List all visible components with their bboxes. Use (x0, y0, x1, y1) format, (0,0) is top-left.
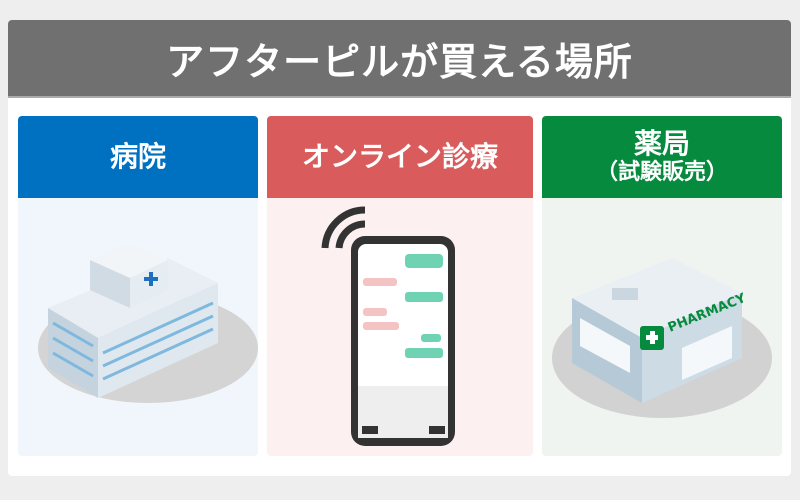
column-label: 病院 (109, 139, 166, 173)
column-sublabel: （試験販売） (595, 160, 728, 186)
column-hospital: 病院 (18, 116, 258, 456)
column-label: 薬局 (633, 127, 690, 161)
column-header: オンライン診療 (267, 116, 533, 198)
hospital-icon (38, 243, 258, 403)
column-pharmacy: 薬局 （試験販売） PHARMACY (542, 116, 782, 456)
column-online: オンライン診療 (267, 116, 533, 456)
page-title: アフターピルが買える場所 (8, 20, 791, 98)
column-label: オンライン診療 (301, 139, 498, 173)
column-header: 病院 (18, 116, 258, 198)
column-header: 薬局 （試験販売） (542, 116, 782, 198)
smartphone-icon (321, 206, 455, 446)
pharmacy-store-icon: PHARMACY (552, 258, 772, 418)
